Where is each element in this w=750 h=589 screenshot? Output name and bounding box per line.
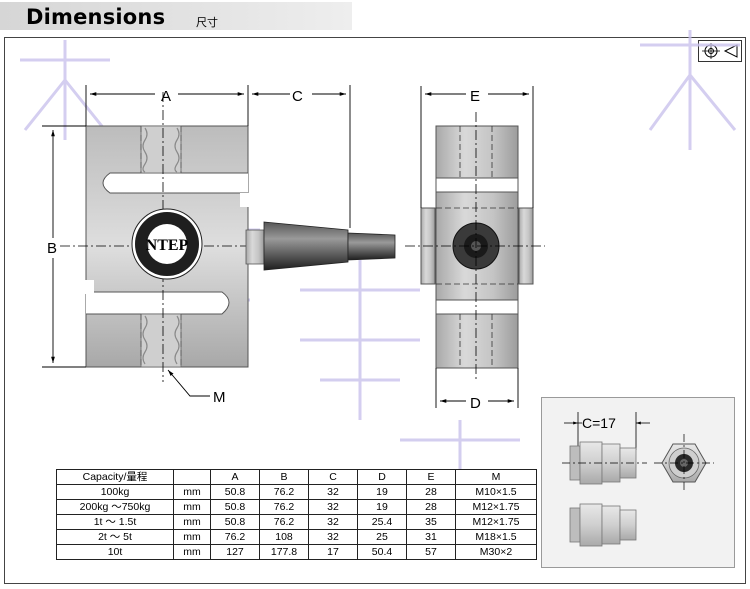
table-cell: 76.2 — [259, 484, 309, 500]
table-header-cell: M — [455, 469, 537, 485]
side-view — [405, 112, 545, 382]
table-header-cell: E — [406, 469, 456, 485]
table-cell: 32 — [308, 499, 358, 515]
table-cell: 108 — [259, 529, 309, 545]
table-cell: 32 — [308, 529, 358, 545]
table-cell: M12×1.75 — [455, 514, 537, 530]
table-cell: mm — [173, 484, 211, 500]
table-cell: 28 — [406, 484, 456, 500]
table-cell: 17 — [308, 544, 358, 560]
dim-label-c: C — [292, 88, 303, 105]
dim-label-m: M — [213, 389, 226, 406]
table-header-cell: A — [210, 469, 260, 485]
header-bar: Dimensions 尺寸 — [0, 2, 352, 30]
table-cell: mm — [173, 529, 211, 545]
table-cell: 32 — [308, 484, 358, 500]
table-cell: 177.8 — [259, 544, 309, 560]
dim-label-b: B — [47, 240, 57, 257]
connector-detail-inset: C=17 — [541, 397, 735, 568]
page-title: Dimensions — [26, 5, 166, 29]
page-subtitle: 尺寸 — [196, 16, 218, 29]
table-cell: M18×1.5 — [455, 529, 537, 545]
table-cell: 19 — [357, 484, 407, 500]
table-header-cell: B — [259, 469, 309, 485]
table-cell: 19 — [357, 499, 407, 515]
dim-label-a: A — [161, 88, 171, 105]
table-cell: M10×1.5 — [455, 484, 537, 500]
inset-dim-label: C=17 — [582, 415, 616, 431]
table-cell: 76.2 — [210, 529, 260, 545]
drawing-frame — [4, 37, 746, 584]
dim-label-e: E — [470, 88, 480, 105]
table-cell: M12×1.75 — [455, 499, 537, 515]
table-cell: 1t ～ 1.5t — [56, 514, 174, 530]
dimension-lines — [42, 85, 351, 397]
table-cell: 10t — [56, 544, 174, 560]
front-view: NTEP — [60, 92, 396, 382]
table-cell: 50.8 — [210, 499, 260, 515]
table-cell: 57 — [406, 544, 456, 560]
table-cell: 76.2 — [259, 499, 309, 515]
table-header-cell: C — [308, 469, 358, 485]
table-cell: mm — [173, 499, 211, 515]
table-cell: M30×2 — [455, 544, 537, 560]
table-cell: 25.4 — [357, 514, 407, 530]
ntep-seal-logo: NTEP — [131, 208, 203, 280]
table-cell: 25 — [357, 529, 407, 545]
dim-label-d: D — [470, 395, 481, 412]
table-cell: 76.2 — [259, 514, 309, 530]
table-cell: 50.8 — [210, 484, 260, 500]
svg-text:NTEP: NTEP — [146, 237, 189, 254]
table-cell: 100kg — [56, 484, 174, 500]
table-cell: 127 — [210, 544, 260, 560]
table-cell: 2t ～ 5t — [56, 529, 174, 545]
table-cell: 50.4 — [357, 544, 407, 560]
table-cell: 32 — [308, 514, 358, 530]
table-cell: 200kg ～750kg — [56, 499, 174, 515]
table-header-cell: D — [357, 469, 407, 485]
table-header-cell: Capacity/量程 — [56, 469, 174, 485]
table-cell: mm — [173, 544, 211, 560]
table-cell: mm — [173, 514, 211, 530]
table-cell: 35 — [406, 514, 456, 530]
table-cell: 28 — [406, 499, 456, 515]
table-cell: 31 — [406, 529, 456, 545]
table-header-cell — [173, 469, 211, 485]
table-cell: 50.8 — [210, 514, 260, 530]
